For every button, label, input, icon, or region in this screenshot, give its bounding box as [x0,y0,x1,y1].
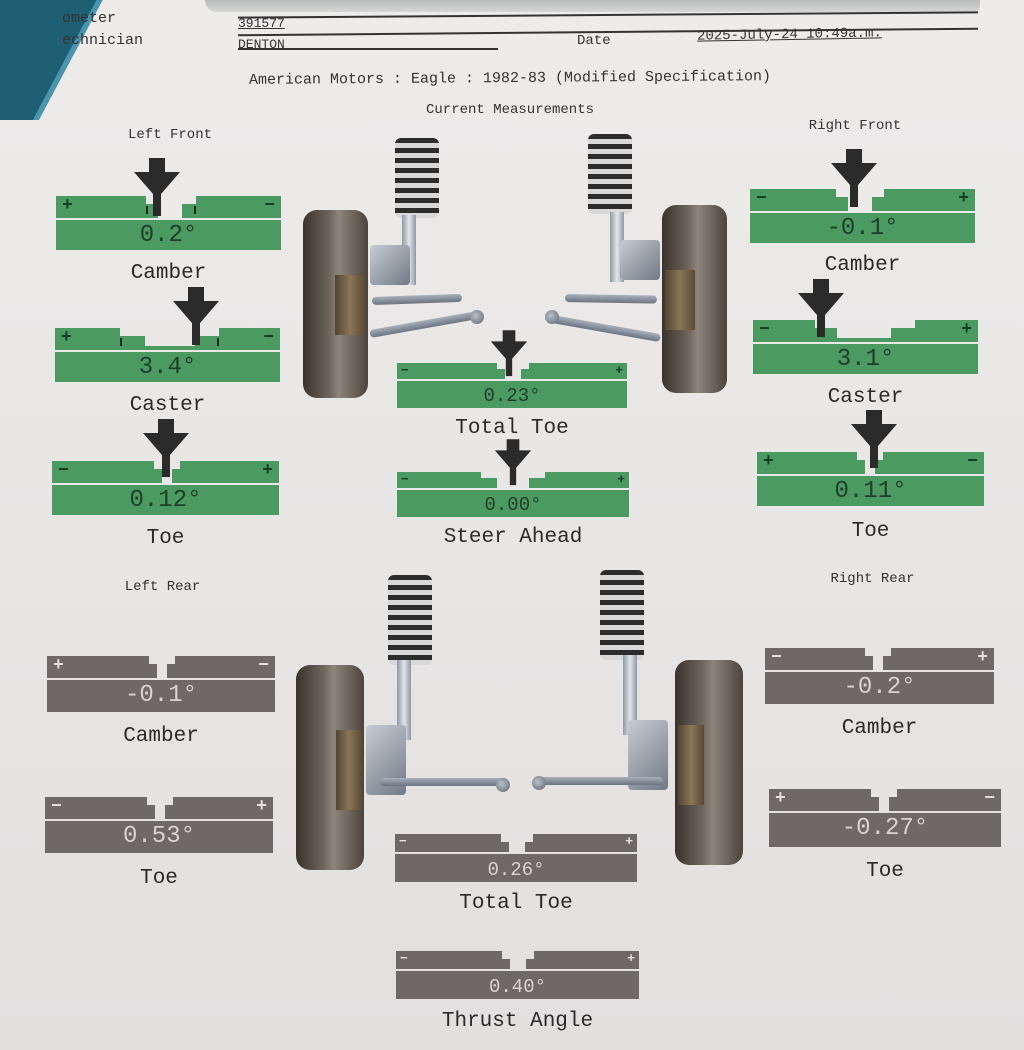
minus-icon: − [264,196,275,216]
lf-caster-label: Caster [129,394,206,417]
technician-value: DENTON [238,37,285,52]
lf-camber-gauge: + − 0.2° [56,196,281,252]
left-rear-title: Left Rear [124,579,201,595]
odometer-label: ometer [62,10,117,27]
front-total-toe-label: Total Toe [455,417,569,440]
plus-icon: + [977,648,988,668]
section-title: Current Measurements [425,102,595,118]
rf-toe-label: Toe [851,520,890,543]
rr-camber-value: -0.2° [843,674,916,701]
lr-camber-label: Camber [123,725,199,748]
odometer-value: 391577 [238,16,285,31]
rr-toe-label: Toe [866,860,904,883]
lr-camber-value: -0.1° [124,682,197,709]
rf-camber-value: -0.1° [826,215,899,242]
plus-icon: + [763,452,774,472]
rr-toe-value: -0.27° [841,815,929,842]
divider [238,48,498,50]
rf-caster-gauge: − + 3.1° [753,320,978,376]
technician-label: echnician [62,32,144,49]
minus-icon: − [401,472,409,487]
date-label: Date [577,33,611,49]
thrust-angle-label: Thrust Angle [441,1010,594,1033]
rf-caster-label: Caster [827,386,904,409]
minus-icon: − [771,648,782,668]
plus-icon: + [958,189,969,209]
minus-icon: − [756,189,767,209]
rf-camber-gauge: − + -0.1° [750,189,975,245]
front-total-toe-value: 0.23° [483,385,541,407]
lr-toe-gauge: − + 0.53° [45,797,273,853]
lr-camber-gauge: + − -0.1° [47,656,275,712]
left-front-title: Left Front [127,127,212,143]
plus-icon: + [627,951,635,966]
pointer-arrow-icon [851,410,897,468]
pointer-arrow-icon [798,279,844,337]
lf-camber-label: Camber [130,262,207,285]
plus-icon: + [61,328,72,348]
lf-caster-value: 3.4° [138,354,197,381]
pointer-arrow-icon [143,419,189,477]
steer-ahead-value: 0.00° [484,494,542,516]
plus-icon: + [53,656,64,676]
plus-icon: + [62,196,73,216]
pointer-arrow-icon [494,439,532,486]
plus-icon: + [262,461,273,481]
rf-toe-value: 0.11° [834,478,907,505]
minus-icon: − [400,951,408,966]
plus-icon: + [625,834,633,849]
minus-icon: − [263,328,274,348]
steer-ahead-gauge: − + 0.00° [397,472,629,518]
divider [238,11,978,19]
thrust-angle-value: 0.40° [488,976,546,998]
minus-icon: − [759,320,770,340]
rear-total-toe-label: Total Toe [459,892,573,915]
pointer-arrow-icon [173,287,219,345]
minus-icon: − [967,452,978,472]
lf-caster-gauge: + − 3.4° [55,328,280,384]
lf-toe-value: 0.12° [129,487,202,514]
plus-icon: + [775,789,786,809]
plus-icon: + [256,797,267,817]
vehicle-spec: American Motors : Eagle : 1982-83 (Modif… [248,68,772,89]
right-front-title: Right Front [808,118,902,134]
front-total-toe-gauge: − + 0.23° [397,363,627,409]
lr-toe-value: 0.53° [122,823,195,850]
plus-icon: + [617,472,625,487]
minus-icon: − [258,656,269,676]
minus-icon: − [984,789,995,809]
lf-toe-label: Toe [146,527,185,550]
lf-toe-gauge: − + 0.12° [52,461,279,517]
rr-camber-gauge: − + -0.2° [765,648,994,704]
rf-caster-value: 3.1° [836,346,895,373]
pointer-arrow-icon [134,158,180,216]
minus-icon: − [401,363,409,378]
minus-icon: − [58,461,69,481]
rf-camber-label: Camber [824,254,901,277]
steer-ahead-label: Steer Ahead [443,526,583,549]
pointer-arrow-icon [831,149,877,207]
rear-total-toe-gauge: − + 0.26° [395,834,637,882]
minus-icon: − [399,834,407,849]
pointer-arrow-icon [490,330,528,377]
date-value: 2025-July-24 10:49a.m. [696,25,882,45]
paper-fold-shadow [205,0,980,12]
plus-icon: + [961,320,972,340]
rr-camber-label: Camber [841,717,918,740]
rr-toe-gauge: + − -0.27° [769,789,1001,847]
minus-icon: − [51,797,62,817]
thrust-angle-gauge: − + 0.40° [396,951,639,999]
rear-total-toe-value: 0.26° [487,859,545,881]
rf-toe-gauge: + − 0.11° [757,452,984,508]
lf-camber-value: 0.2° [139,222,198,249]
plus-icon: + [615,363,623,378]
lr-toe-label: Toe [140,867,178,890]
right-rear-title: Right Rear [830,571,915,587]
